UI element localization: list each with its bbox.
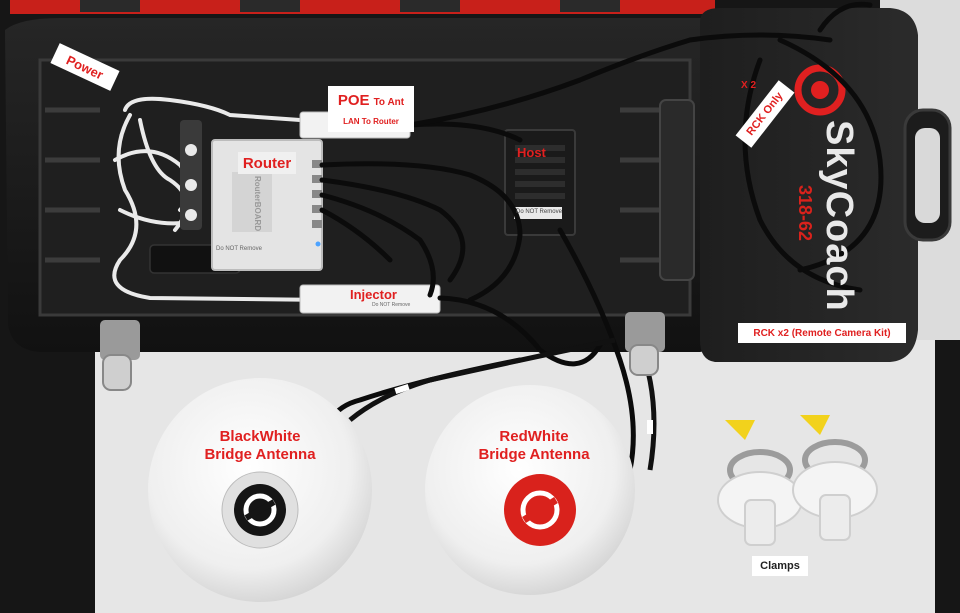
latch-right: [625, 312, 665, 376]
black-cables: [319, 1, 884, 473]
antenna-left-logo-ring: [243, 493, 277, 527]
rck-logo-dot: [811, 81, 829, 99]
cable-tag-2: [647, 420, 653, 434]
antenna-right-logo-ring: [520, 490, 560, 530]
case-lid-red: [10, 0, 715, 14]
router-ports: [312, 160, 322, 228]
label-antenna-left-line1: BlackWhite: [219, 428, 301, 445]
host-vent: [515, 145, 565, 199]
clamp-right: [792, 415, 878, 541]
antenna-cable-left: [348, 337, 616, 422]
injector-sticker-text: Do NOT Remove: [372, 302, 411, 308]
antenna-right-logo-slash: [522, 497, 558, 523]
label-antenna-left: BlackWhite Bridge Antenna: [196, 428, 324, 464]
rck-brand-text: SkyCoach: [818, 120, 860, 312]
label-clamps: Clamps: [752, 556, 808, 576]
rck-case: [700, 8, 918, 362]
label-antenna-right-line2: Bridge Antenna: [478, 446, 590, 463]
label-lan-to-router: LAN To Router: [343, 117, 399, 126]
router-led: [315, 241, 321, 247]
label-injector: Injector: [350, 287, 397, 302]
label-poe-main: POE: [337, 92, 370, 109]
label-rck-kit: RCK x2 (Remote Camera Kit): [738, 323, 906, 343]
host-sticker-text: Do NOT Remove: [516, 209, 562, 215]
clamp-left: [717, 420, 803, 546]
label-antenna-right-line1: RedWhite: [499, 428, 569, 445]
label-antenna-right: RedWhite Bridge Antenna: [470, 428, 598, 464]
router-sticker-text: Do NOT Remove: [216, 246, 262, 252]
cable-tag-1: [394, 383, 410, 395]
plug-3: [185, 209, 197, 221]
label-host: Host: [517, 145, 546, 160]
antenna-left-logo-slash: [244, 499, 276, 521]
label-x2: X 2: [741, 80, 757, 91]
latch-left: [100, 320, 140, 391]
label-poe-sub: To Ant: [373, 97, 405, 108]
rck-logo-ring: [794, 64, 846, 116]
router-label-panel: [232, 172, 272, 232]
router-brand-text: RouterBOARD: [253, 176, 262, 232]
label-router: Router: [238, 152, 296, 174]
rck-phone-text: 318-62: [795, 185, 815, 242]
plug-2: [185, 179, 197, 191]
case-side-wall: [659, 99, 695, 281]
plug-1: [185, 144, 197, 156]
label-antenna-left-line2: Bridge Antenna: [204, 446, 316, 463]
lid-hinges: [80, 0, 620, 12]
host-sticker: [514, 207, 562, 219]
rck-handle-hole: [915, 128, 940, 223]
power-plugs: [180, 120, 202, 230]
label-poe: POE To Ant LAN To Router: [328, 86, 414, 132]
